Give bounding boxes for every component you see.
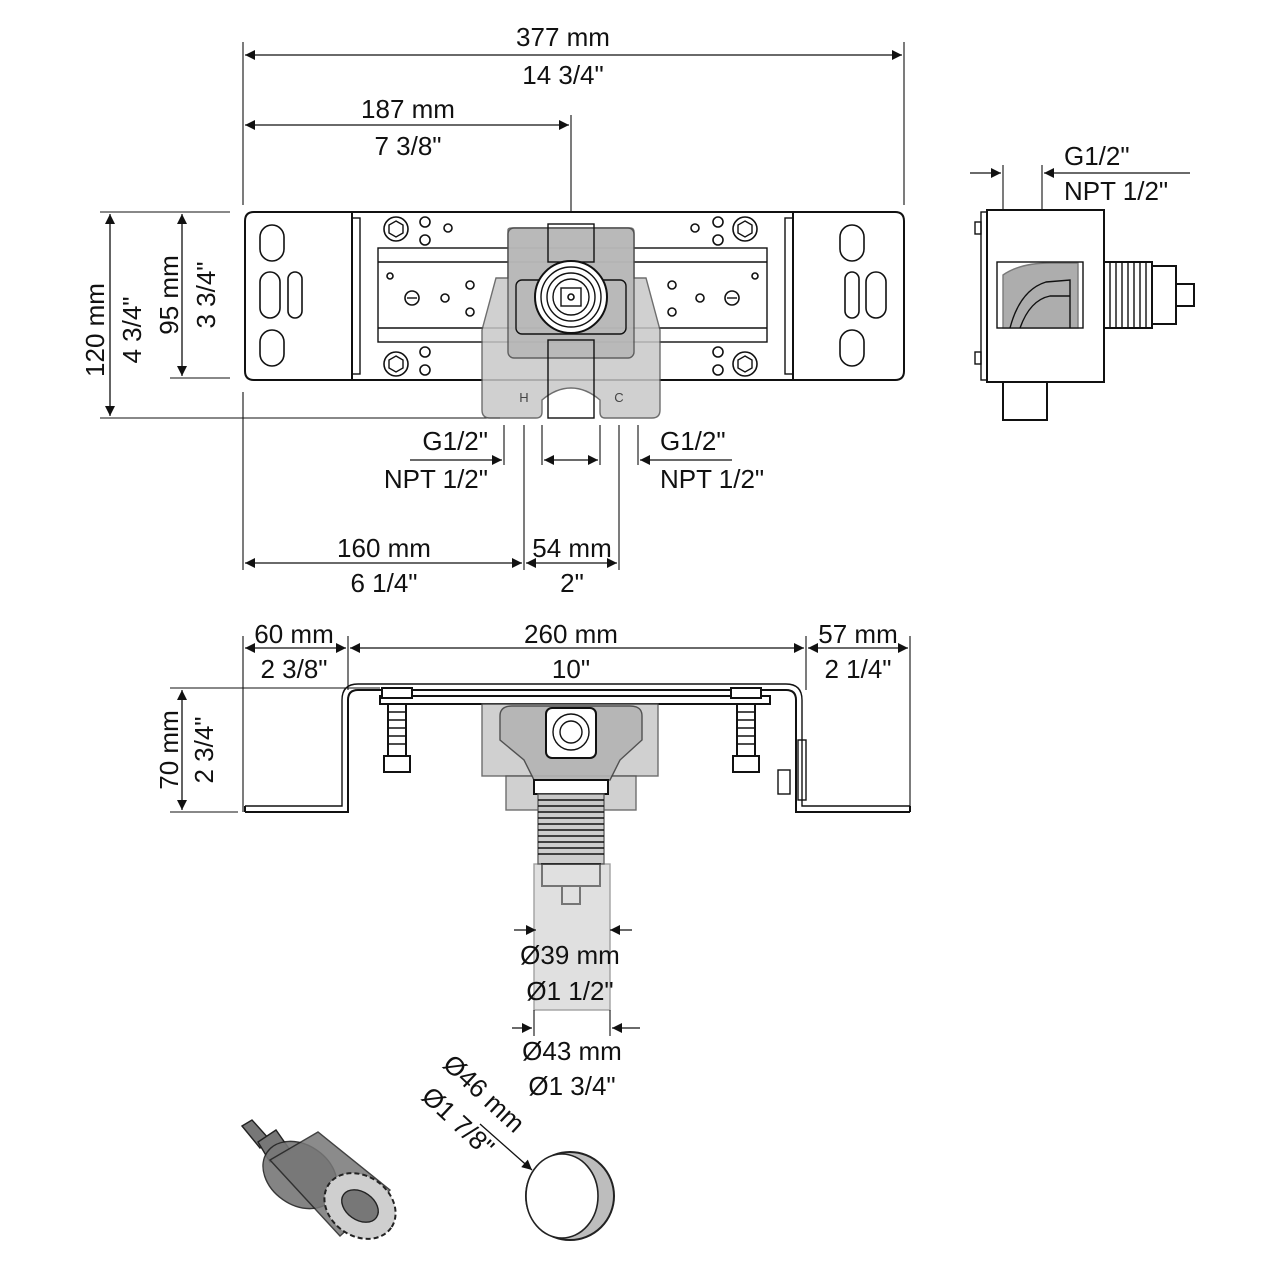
cover-sleeve [533, 863, 611, 1011]
side-thread-npt: NPT 1/2" [1064, 176, 1168, 206]
thread-left-npt: NPT 1/2" [384, 464, 488, 494]
dia-inner-mm: Ø39 mm [520, 940, 620, 970]
dim-center-mm: 187 mm [361, 94, 455, 124]
front-view: 60 mm 2 3/8" 260 mm 10" 57 mm 2 1/4" 70 … [154, 619, 911, 1101]
dim-left-mm: 60 mm [254, 619, 333, 649]
dim-height-mm: 120 mm [80, 283, 110, 377]
dim-right-mm: 57 mm [818, 619, 897, 649]
dim-spacing-in: 2" [560, 568, 584, 598]
dim-inner-mm: 95 mm [154, 255, 184, 334]
top-view: 377 mm 14 3/4" 187 mm 7 3/8" 120 mm 4 3/… [80, 22, 905, 598]
dim-depth-in: 2 3/4" [189, 716, 219, 783]
thread-left-g: G1/2" [422, 426, 488, 456]
dim-total-in: 14 3/4" [522, 60, 604, 90]
bolt [383, 351, 409, 377]
dim-inner-in: 3 3/4" [191, 261, 221, 328]
dim-middle-mm: 260 mm [524, 619, 618, 649]
dia-outer-mm: Ø43 mm [522, 1036, 622, 1066]
dim-offset-in: 6 1/4" [350, 568, 417, 598]
screw-right [730, 687, 762, 773]
screw-left [381, 687, 413, 773]
thread-right-npt: NPT 1/2" [660, 464, 764, 494]
bracket-profile [245, 689, 910, 813]
thread-right-g: G1/2" [660, 426, 726, 456]
label-cold: C [614, 390, 623, 405]
label-hot: H [519, 390, 528, 405]
dim-depth-mm: 70 mm [154, 710, 184, 789]
side-view: G1/2" NPT 1/2" [970, 141, 1195, 421]
dim-middle-in: 10" [552, 654, 590, 684]
hole-saw-tool [240, 1119, 397, 1240]
side-thread-g: G1/2" [1064, 141, 1130, 171]
dim-left-in: 2 3/8" [260, 654, 327, 684]
dim-center-in: 7 3/8" [374, 131, 441, 161]
bolt [383, 216, 409, 242]
bolt [732, 351, 758, 377]
drilled-hole [525, 1151, 615, 1241]
dim-spacing-mm: 54 mm [532, 533, 611, 563]
dim-offset-mm: 160 mm [337, 533, 431, 563]
dim-right-in: 2 1/4" [824, 654, 891, 684]
bolt [732, 216, 758, 242]
dim-total-mm: 377 mm [516, 22, 610, 52]
dia-inner-in: Ø1 1/2" [526, 976, 613, 1006]
dia-outer-in: Ø1 3/4" [528, 1071, 615, 1101]
dim-height-in: 4 3/4" [117, 296, 147, 363]
